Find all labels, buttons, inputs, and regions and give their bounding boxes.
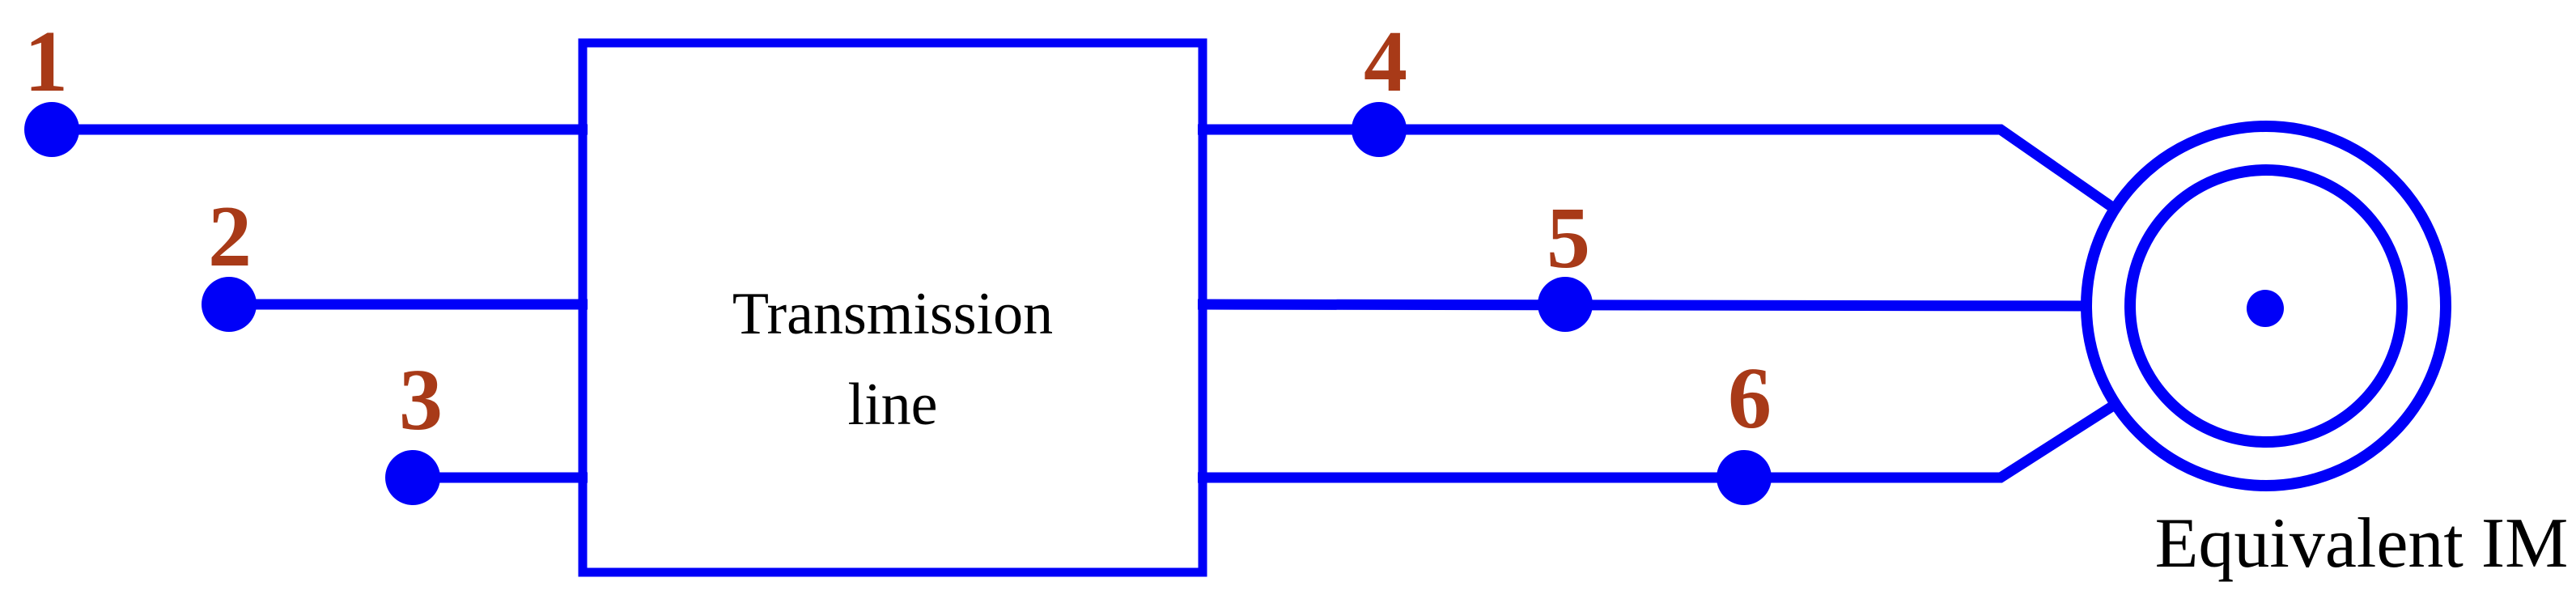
transmission-box-label-line1: Transmission [732,281,1053,347]
im-outer-circle [2081,121,2451,491]
node-label-5: 5 [1547,190,1590,287]
node-dot-6 [1717,450,1772,505]
node-dot-5 [1538,277,1593,332]
transmission-box-label-line2: line [848,372,938,438]
node-dot-4 [1352,102,1407,157]
node-dot-1 [24,102,79,157]
node-label-2: 2 [208,189,252,285]
output-wire-6 [1198,400,2118,483]
node-label-6: 6 [1728,350,1772,447]
node-dot-3 [385,450,440,505]
im-inner-circle [2124,164,2408,448]
equivalent-im-label: Equivalent IM [2155,504,2569,583]
node-label-1: 1 [24,14,68,110]
node-label-3: 3 [399,352,443,448]
output-wire-5 [1197,299,2089,312]
im-center-dot [2247,290,2284,327]
node-label-4: 4 [1364,14,1407,110]
output-wire-4 [1198,124,2118,214]
node-dot-2 [202,277,257,332]
